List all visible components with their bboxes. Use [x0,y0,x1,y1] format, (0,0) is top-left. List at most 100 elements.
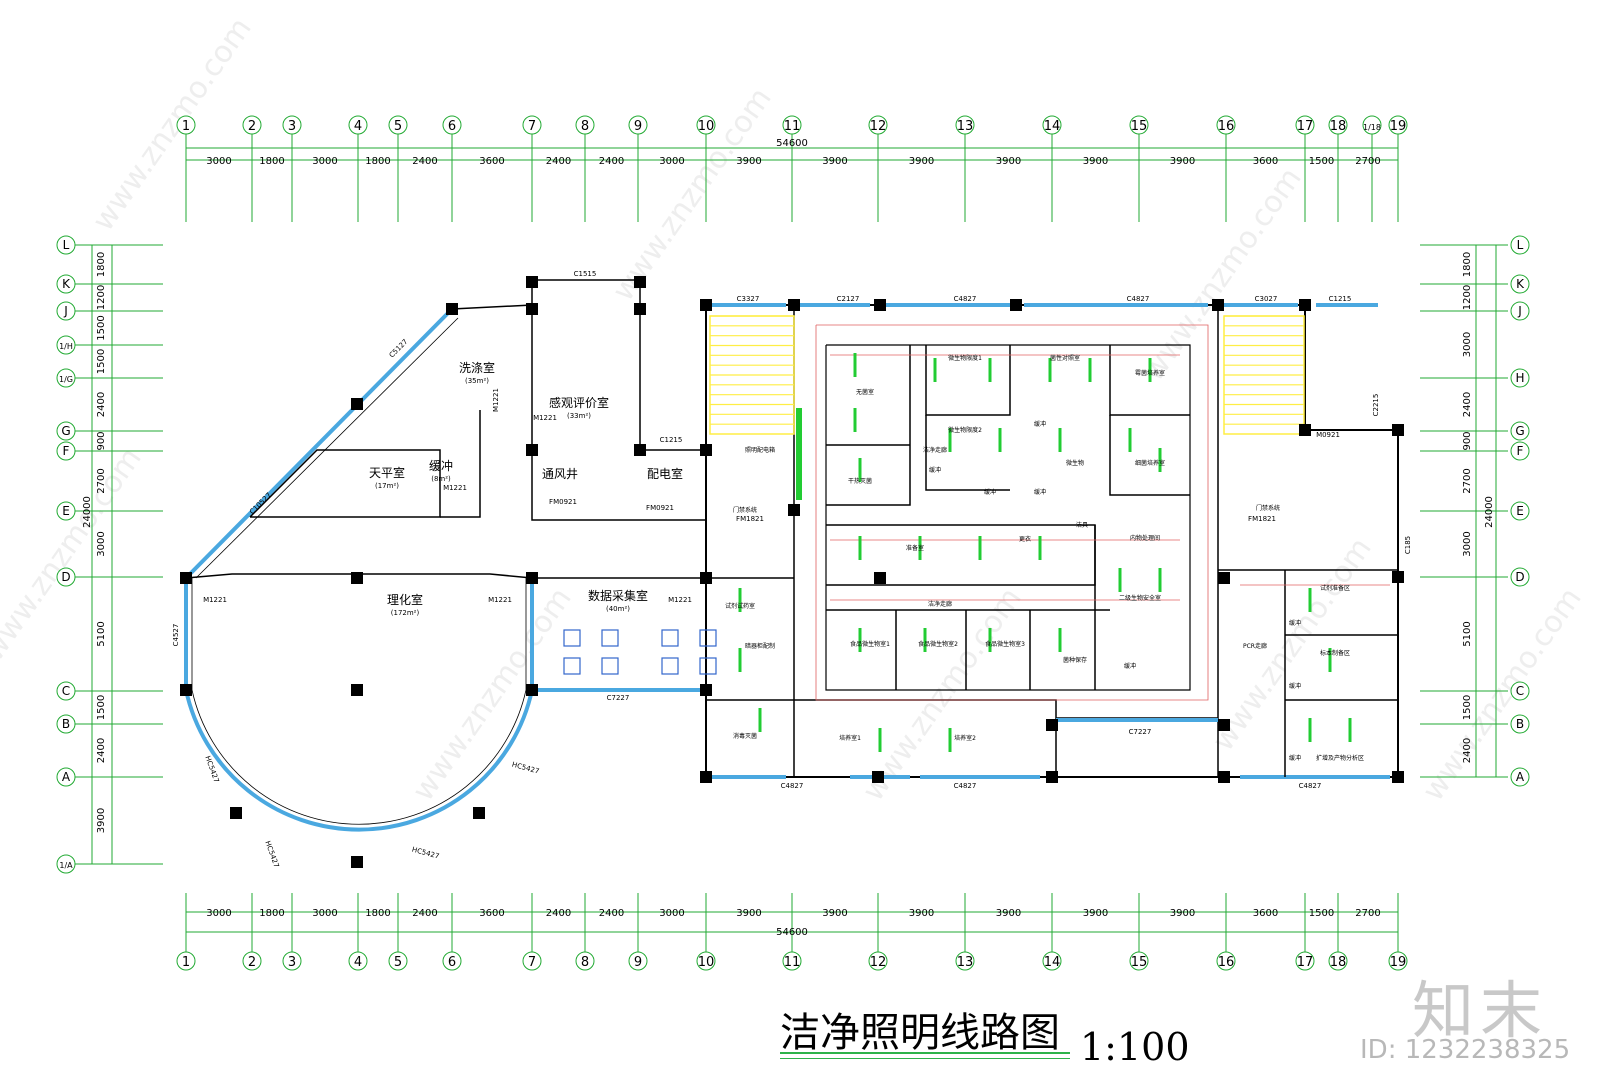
span-dim-bottom: 3900 [736,908,761,919]
small-room-label: 暗器柜配制 [745,642,775,650]
axis-bubble-top [1388,115,1408,135]
row-label-left: 1/G [59,375,73,384]
row-dim-left: 1500 [96,349,107,374]
light-fixture [978,536,982,560]
structural-column [1046,771,1058,783]
room-area: (172m²) [391,609,420,617]
axis-bubble-bottom [1388,951,1408,971]
wall-d-line [185,573,706,579]
structural-column [1299,299,1311,311]
structural-column [526,276,538,288]
light-fixture [1348,718,1352,742]
axis-bubble-top [868,115,888,135]
row-bubble-left [56,274,76,294]
row-label-right: D [1515,570,1524,584]
structural-column [526,572,538,584]
drawing-scale: 1:100 [1080,1025,1190,1069]
light-fixture [738,648,742,672]
structural-column [700,684,712,696]
span-dim-bottom: 3000 [206,908,231,919]
room-area: (33m²) [567,412,591,420]
door-window-tag: C4827 [1127,295,1150,303]
door-window-tag: HC5427 [511,761,540,776]
row-dim-left: 3000 [96,531,107,556]
axis-bubble-bottom [575,951,595,971]
structural-column [473,807,485,819]
axis-label-top: 18 [1330,119,1347,134]
span-dim-bottom: 2400 [546,908,571,919]
axis-label-bottom: 12 [870,955,887,970]
wall-inner-1 [826,345,911,506]
axis-bubble-top [1042,115,1062,135]
span-dim-top: 3900 [822,156,847,167]
brand-id: ID: 1232238325 [1360,1035,1571,1065]
workstation-chair [601,629,619,647]
row-label-left: C [62,684,70,698]
axis-bubble-top [575,115,595,135]
diagonal-curtain-wall [184,307,454,580]
axis-bubble-bottom [1216,951,1236,971]
row-dim-right: 3000 [1462,531,1473,556]
row-bubble-right [1510,441,1530,461]
row-bubble-left [56,441,76,461]
axis-label-bottom: 2 [248,955,256,970]
workstation-chair [661,657,679,675]
room-name: 洗涤室 [459,360,495,375]
span-dim-top: 1800 [365,156,390,167]
axis-label-bottom: 14 [1044,955,1061,970]
light-fixture [988,628,992,652]
small-room-label: 准备室 [906,544,924,552]
row-label-left: L [63,238,70,252]
axis-label-top: 12 [870,119,887,134]
span-dim-top: 2400 [546,156,571,167]
light-fixture [1148,358,1152,382]
small-room-label: 缓冲 [1034,488,1046,496]
small-room-label: 微生物 [1066,459,1084,467]
row-bubble-right [1510,714,1530,734]
small-room-label: 更衣 [1019,535,1031,543]
axis-bubble-top [348,115,368,135]
structural-column [1212,299,1224,311]
axis-bubble-bottom [955,951,975,971]
workstation-chair [601,657,619,675]
structural-column [872,771,884,783]
row-dim-left: 1800 [96,252,107,277]
axis-label-top: 15 [1131,119,1148,134]
structural-column [526,303,538,315]
row-bubble-right [1510,567,1530,587]
small-room-label: 霉菌培养室 [1135,369,1165,377]
row-label-right: C [1516,684,1524,698]
small-room-label: 食品微生物室2 [918,640,958,648]
span-dim-top: 3000 [659,156,684,167]
row-dim-left: 3900 [96,808,107,833]
door-window-tag: C3327 [737,295,760,303]
small-room-label: 培养室1 [839,734,861,742]
axis-bubble-top [782,115,802,135]
row-label-right: H [1515,371,1524,385]
light-fixture [858,628,862,652]
span-dim-bottom: 3600 [479,908,504,919]
row-bubble-left [56,421,76,441]
row-dim-right: 1800 [1462,252,1473,277]
small-room-label: 缓冲 [1124,662,1136,670]
door-window-tag: C1215 [660,436,683,444]
span-dim-bottom: 2700 [1355,908,1380,919]
axis-bubble-top [1328,115,1348,135]
small-room-label: 菌性对照室 [1050,354,1080,362]
axis-label-top: 2 [248,119,256,134]
light-fixture [1058,628,1062,652]
axis-bubble-bottom [388,951,408,971]
axis-label-bottom: 17 [1297,955,1314,970]
axis-bubble-bottom [242,951,262,971]
structural-column [351,572,363,584]
axis-bubble-top [442,115,462,135]
axis-bubble-top [1129,115,1149,135]
wall-inner-3 [925,345,1011,416]
span-dim-bottom: 3000 [659,908,684,919]
axis-label-top: 1 [182,119,190,134]
span-dim-top: 3900 [996,156,1021,167]
door-window-tag: C4827 [1299,782,1322,790]
row-label-left: 1/H [59,342,73,351]
small-room-label: 照明配电箱 [745,446,775,454]
axis-label-top: 8 [581,119,589,134]
